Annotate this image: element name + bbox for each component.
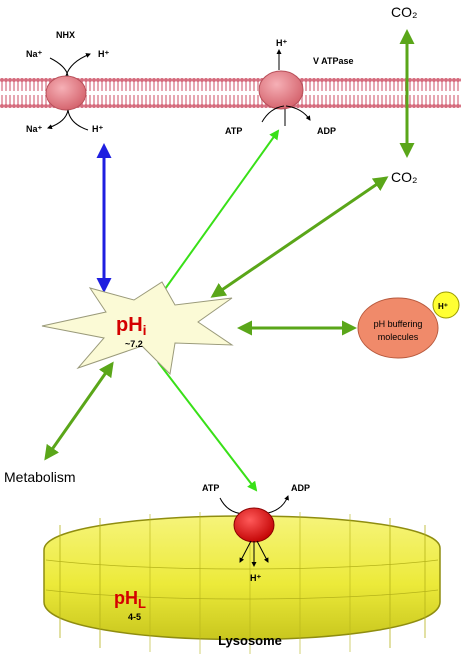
- lysosome-ph-value: 4-5: [128, 612, 141, 622]
- co2-phi-arrow: [210, 176, 389, 298]
- vatpase-atp-arrow: [261, 105, 285, 123]
- nhx-na-bottom: Na⁺: [26, 124, 43, 134]
- v-atpase: [258, 49, 311, 126]
- nhx-na-in-arrow: [49, 57, 69, 77]
- pump-atp: ATP: [202, 483, 219, 493]
- pump-h: H⁺: [250, 573, 261, 583]
- lysosome-pump: [219, 495, 289, 567]
- pump-adp: ADP: [291, 483, 310, 493]
- nhx-na-in-arrow-2: [47, 109, 69, 130]
- phi-vatpase-arrow: [159, 129, 280, 297]
- buffering-molecules: [357, 297, 439, 359]
- phi-label: pHi: [116, 314, 147, 338]
- nhx-label: NHX: [56, 30, 75, 40]
- vatpase-adp-arrow: [285, 105, 311, 121]
- buffer-h: H⁺: [438, 302, 448, 311]
- buffer-label-2: molecules: [378, 332, 419, 342]
- phi-lysosome-arrow: [157, 361, 258, 492]
- co2-top: CO₂: [391, 4, 417, 20]
- vatpase-adp: ADP: [317, 126, 336, 136]
- buffer-h-ion: [432, 291, 460, 319]
- lysosome: [43, 512, 441, 654]
- nhx-na-top: Na⁺: [26, 49, 43, 59]
- lysosome-ph: pHL: [114, 588, 146, 611]
- vatpase-label: V ATPase: [313, 56, 354, 66]
- vatpase-h: H⁺: [276, 38, 287, 48]
- co2-bottom: CO₂: [391, 169, 417, 185]
- phi-value: ~7.2: [125, 339, 143, 349]
- nhx-transporter: [45, 53, 91, 131]
- nhx-h-bottom-arrow: [67, 109, 89, 131]
- metabolism-label: Metabolism: [4, 469, 76, 485]
- nhx-h-out-arrow: [65, 53, 91, 77]
- nhx-h-top: H⁺: [98, 49, 109, 59]
- nhx-h-bottom: H⁺: [92, 124, 103, 134]
- buffer-label-1: pH buffering: [374, 319, 423, 329]
- phi-star: [41, 281, 234, 376]
- lysosome-label: Lysosome: [218, 633, 282, 648]
- vatpase-atp: ATP: [225, 126, 242, 136]
- metabolism-phi-arrow: [44, 361, 114, 461]
